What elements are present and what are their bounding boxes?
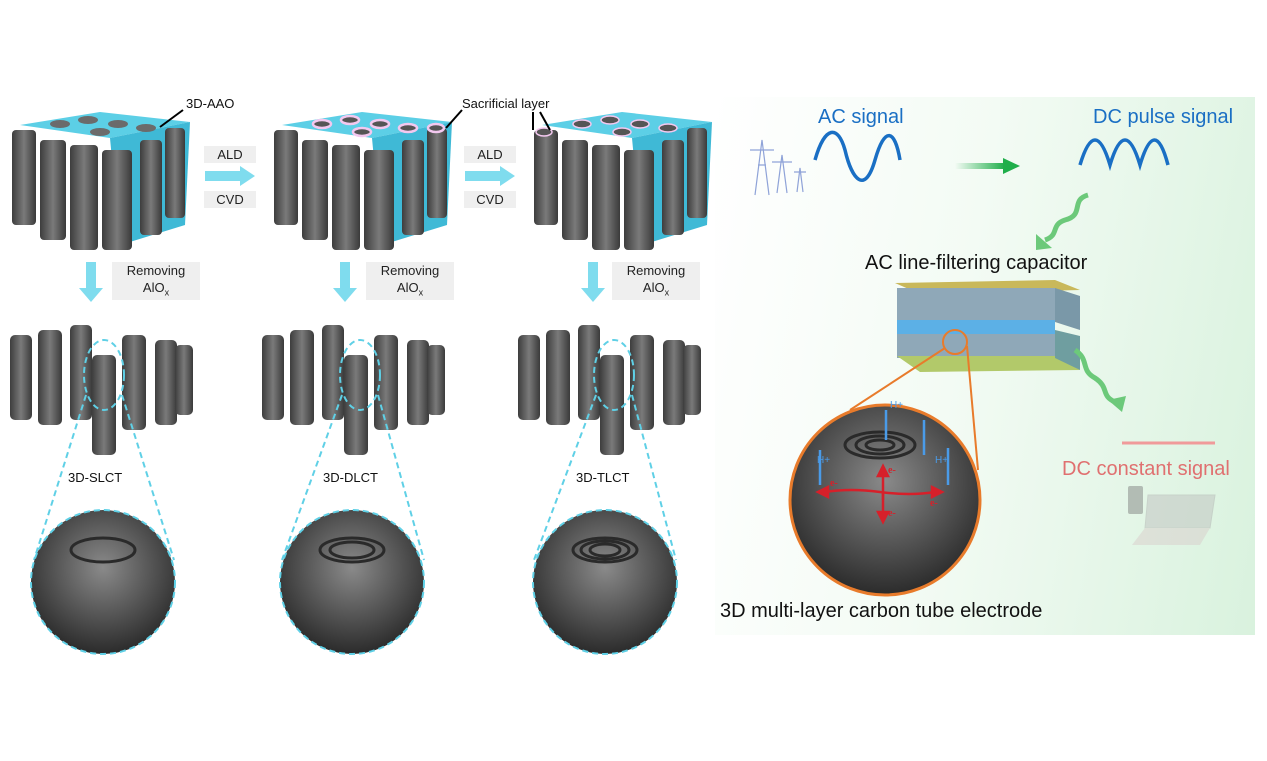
label-dc-constant-signal: DC constant signal [1062,458,1230,480]
alox-base: AlO [396,280,419,295]
electrode-zoom-circle [788,403,982,597]
ion-label: H+ [890,400,904,411]
ion-label: H+ [817,455,831,466]
ion-paths [818,410,950,485]
label-pointer-arrows [159,109,551,131]
electron-label: e- [830,478,838,489]
zoom-callouts [33,339,677,561]
laptop-phone-icon [1128,486,1216,545]
power-tower-icon [750,139,806,196]
ac-sine-wave [813,130,902,182]
label-electrode: 3D multi-layer carbon tube electrode [720,600,1043,622]
wavy-arrow-1 [1043,192,1089,243]
electron-label: e- [888,465,896,476]
aao-template-cube-2 [274,112,452,250]
alox-text: AlOx [612,279,700,302]
wavy-arrow-1-head [1036,234,1052,250]
step-cvd-1: CVD [204,191,256,208]
removing-text: Removing [126,263,186,278]
carbon-tube-structures [10,325,701,455]
electrode-rings [843,430,917,460]
dc-pulse-wave [1078,138,1170,172]
step-removing-alox-2: Removing AlOx [366,262,454,300]
alox-sub: x [418,287,424,298]
green-arrow-head [1003,158,1020,174]
alox-base: AlO [142,280,165,295]
label-capacitor: AC line-filtering capacitor [865,252,1088,274]
ion-label: H+ [935,455,949,466]
label-3d-dlct: 3D-DLCT [323,470,378,485]
label-dc-pulse-signal: DC pulse signal [1093,106,1234,128]
label-ac-signal: AC signal [818,106,904,128]
step-removing-alox-1: Removing AlOx [112,262,200,300]
alox-base: AlO [642,280,665,295]
green-arrow-shaft [955,163,1005,169]
step-removing-alox-3: Removing AlOx [612,262,700,300]
wavy-arrow-2-head [1108,396,1126,412]
alox-text: AlOx [366,279,454,302]
magnified-tube-views [30,509,678,655]
electron-paths [815,463,945,525]
label-sacrificial-layer: Sacrificial layer [462,96,550,111]
removing-text: Removing [380,263,440,278]
step-ald-1: ALD [204,146,256,163]
process-arrows [79,166,605,302]
label-3d-tlct: 3D-TLCT [576,470,630,485]
electron-label: e- [930,498,938,509]
removing-text: Removing [626,263,686,278]
step-ald-2: ALD [464,146,516,163]
aao-template-cube-3 [534,112,712,250]
capacitor-zoom-marker [942,329,968,355]
electron-label: e- [888,508,896,519]
step-cvd-2: CVD [464,191,516,208]
capacitor-device [895,280,1080,372]
label-3d-aao: 3D-AAO [186,96,235,111]
alox-sub: x [664,287,670,298]
aao-template-cube-1 [12,112,190,250]
wavy-arrow-2 [1073,347,1117,405]
label-3d-slct: 3D-SLCT [68,470,123,485]
alox-sub: x [164,287,170,298]
alox-text: AlOx [112,279,200,302]
capacitor-zoom-lines [849,345,979,471]
